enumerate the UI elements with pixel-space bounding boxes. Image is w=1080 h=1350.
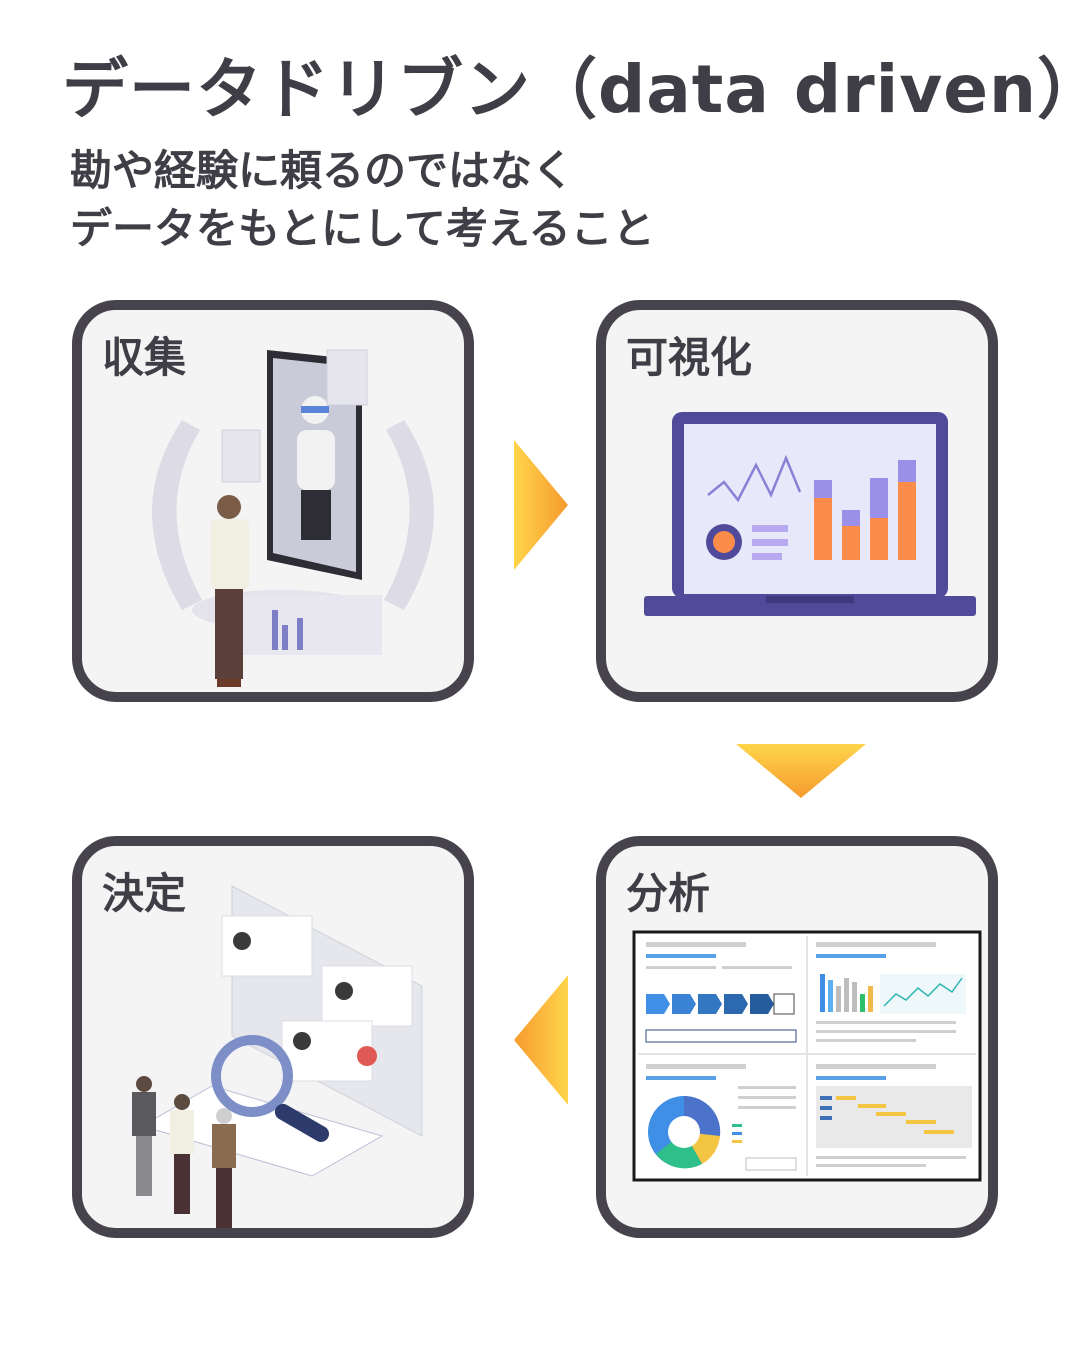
arrow-right-icon (514, 440, 568, 570)
arrow-left-icon (514, 975, 568, 1105)
analysis-dashboard-illustration (632, 930, 982, 1182)
card-collect: 収集 (72, 300, 474, 702)
step-label-collect: 収集 (102, 333, 187, 382)
page-title: データドリブン（data driven） (62, 51, 1080, 128)
step-label-decide: 決定 (102, 869, 187, 918)
subtitle: 勘や経験に頼るのではなく データをもとにして考えること (70, 142, 655, 258)
step-label-visualize: 可視化 (626, 333, 753, 382)
decision-illustration (132, 885, 423, 1228)
step-label-analyze: 分析 (626, 869, 711, 918)
subtitle-line-2: データをもとにして考えること (70, 204, 655, 253)
arrow-down-icon (736, 744, 866, 798)
laptop-chart-illustration (644, 412, 976, 616)
card-visualize: 可視化 (596, 300, 998, 702)
card-analyze: 分析 (596, 836, 998, 1238)
card-decide: 決定 (72, 836, 474, 1238)
subtitle-line-1: 勘や経験に頼るのではなく (70, 146, 575, 195)
collect-illustration (152, 349, 434, 687)
